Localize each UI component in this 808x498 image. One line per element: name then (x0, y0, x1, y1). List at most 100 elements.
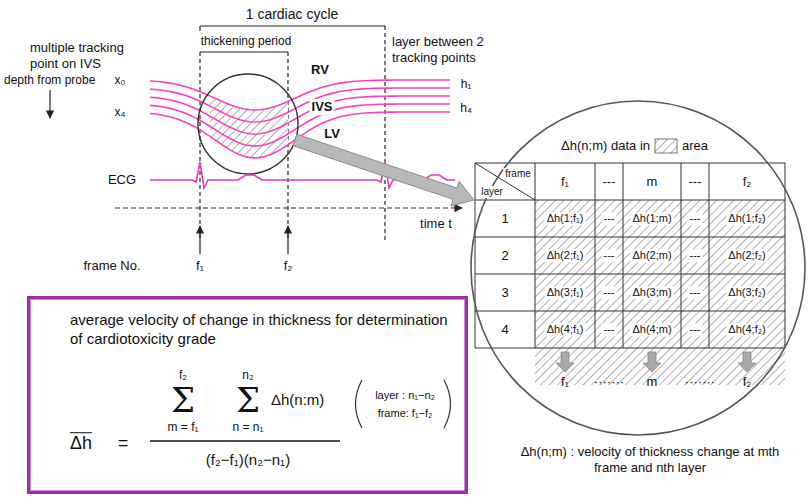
hatched-cell (595, 200, 623, 237)
table-cell: --- (688, 323, 703, 336)
table-cell: --- (688, 249, 703, 262)
frame-f2-line (287, 52, 288, 240)
formula-term: Σ (171, 383, 195, 417)
table-grid (535, 163, 536, 348)
table-grid (595, 163, 596, 348)
annotation: multiple tracking point on IVS (30, 40, 148, 71)
layer-number: 3 (499, 285, 510, 301)
formula-term: area (682, 138, 708, 154)
hatched-cell (623, 274, 681, 311)
hatched-cell (535, 237, 595, 274)
table-grid (475, 163, 785, 164)
frame-label: f₂ (284, 258, 293, 274)
table-grid (475, 200, 785, 201)
formula-term: frame: f₁−f₂ (378, 407, 433, 420)
hatched-cell (709, 237, 785, 274)
table-grid (475, 163, 476, 348)
table-grid (709, 163, 710, 348)
table-corner: frame (503, 168, 533, 180)
node-heading: Δh(n;m) data in (561, 138, 650, 154)
zoom-arrow (293, 134, 474, 206)
formula-term: f₂ (179, 368, 187, 382)
point-label: x₄ (115, 105, 126, 119)
hatched-cell (595, 274, 623, 311)
table-cell: Δh(1;m) (630, 212, 673, 225)
span-label: 1 cardiac cycle (246, 6, 339, 23)
hatched-cell (709, 311, 785, 348)
table-cell: Δh(4;m) (630, 323, 673, 336)
table-grid (475, 311, 785, 312)
region-label: IVS (310, 99, 335, 115)
formula-paren (356, 380, 363, 428)
hatched-cell (535, 311, 595, 348)
formula-term: n = n₁ (232, 420, 263, 434)
table-cell: Δh(2;f₁) (545, 249, 586, 262)
cycle-bracket (200, 25, 385, 26)
axis-label: depth from probe (4, 73, 95, 87)
layer-number: 2 (499, 248, 510, 264)
point-label: x₀ (115, 73, 126, 87)
hatched-cell (709, 274, 785, 311)
frame-f1-line (199, 52, 200, 240)
table-diagonal (475, 163, 535, 200)
table-cell: Δh(3;f₁) (545, 286, 586, 299)
formula-term: n₂ (242, 368, 253, 382)
formula-paren (444, 380, 451, 428)
table-cell: Δh(3;f₂) (726, 286, 767, 299)
table-grid (475, 237, 785, 238)
table-cell: Δh(1;f₂) (726, 212, 767, 225)
frame-axis-label: m (647, 374, 658, 390)
table-cell: --- (602, 323, 617, 336)
frame-axis-label: f₂ (743, 374, 752, 390)
column-arrow (643, 352, 661, 372)
table-grid (623, 163, 624, 348)
hatched-cell (595, 311, 623, 348)
table-cell: --- (602, 286, 617, 299)
formula-term: layer : n₁−n₂ (375, 389, 435, 402)
hatched-cell (535, 200, 595, 237)
table-cell: --- (688, 286, 703, 299)
table-cell: --- (688, 212, 703, 225)
table-grid (681, 163, 682, 348)
annotation: layer between 2 tracking points (392, 34, 500, 65)
table-header: --- (687, 174, 704, 190)
table-header: f₂ (741, 174, 754, 190)
table-cell: Δh(3;m) (630, 286, 673, 299)
layer-number: 4 (499, 322, 510, 338)
layer-label: h₁ (461, 77, 472, 91)
table-corner: layer (479, 186, 505, 198)
hatched-cell (681, 237, 709, 274)
frame-axis-label: ······· (594, 374, 624, 390)
thickening-bracket (200, 51, 288, 52)
table-cell: Δh(1;f₁) (545, 212, 586, 225)
hatched-cell (709, 200, 785, 237)
magnified-circle: Δh(n;m) data in area (470, 100, 806, 436)
table-cell: --- (602, 249, 617, 262)
formula-term: Δh (70, 433, 92, 455)
layer-number: 1 (499, 211, 510, 227)
hatched-cell (623, 311, 681, 348)
formula-box: average velocity of change in thickness … (27, 296, 468, 494)
table-cell: Δh(4;f₂) (726, 323, 767, 336)
definition-note: Δh(n;m) : velocity of thickness change a… (505, 444, 795, 475)
formula-term: m = f₁ (167, 420, 198, 434)
axis-label: time t (420, 216, 452, 232)
table-cell: Δh(4;f₁) (545, 323, 586, 336)
depth-arrow (49, 90, 50, 118)
table-header: --- (601, 174, 618, 190)
table-cell: --- (602, 212, 617, 225)
hatched-cell (535, 274, 595, 311)
formula-term: Σ (236, 383, 260, 417)
layer-label: h₄ (460, 101, 472, 115)
column-arrow (738, 352, 756, 372)
hatched-cell (595, 237, 623, 274)
cycle-end-line (384, 26, 385, 240)
hatched-cell (623, 200, 681, 237)
hatched-cell (681, 274, 709, 311)
region-label: LV (324, 126, 340, 142)
frame-axis-label: f₁ (561, 374, 569, 390)
table-grid (475, 348, 785, 349)
column-arrow (556, 352, 574, 372)
hatch-swatch (655, 139, 677, 153)
hatched-cell (681, 200, 709, 237)
